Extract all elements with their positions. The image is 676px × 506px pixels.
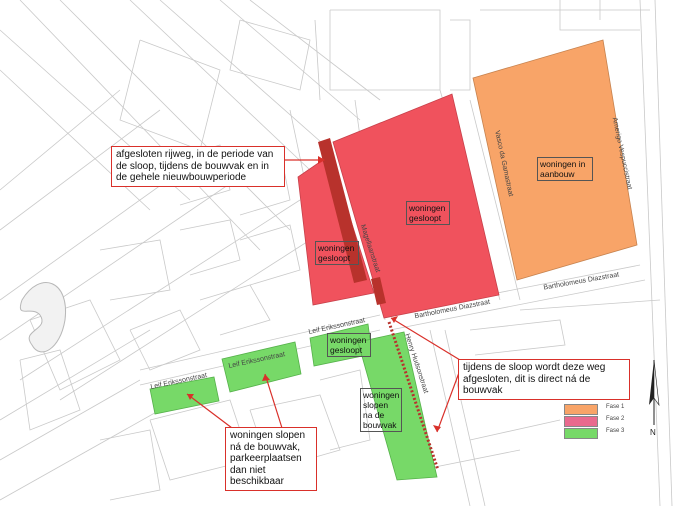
callout-parking-unavailable: woningen slopen ná de bouwvak, parkeerpl… (225, 427, 317, 491)
zone-green-4 (357, 331, 438, 481)
legend-row: Fase 3 (564, 428, 654, 439)
callout-road-closure-period-text: afgesloten rijweg, in de periode van de … (116, 149, 274, 183)
legend-swatch (564, 404, 598, 415)
zone-label-demolish-after-text: woningen slopen na de bouwvak (363, 390, 400, 430)
legend-label: Fase 3 (606, 428, 625, 434)
legend-label: Fase 1 (606, 404, 625, 410)
callout-arrows (186, 159, 461, 433)
legend-swatch (564, 428, 598, 439)
callout-parking-unavailable-text: woningen slopen ná de bouwvak, parkeerpl… (230, 430, 306, 487)
zone-label-demolished-row: woningen gesloopt (327, 333, 371, 357)
north-arrow-graphic (649, 359, 660, 425)
zone-label-demolished-small-text: woningen gesloopt (318, 243, 355, 263)
zone-label-demolished-small: woningen gesloopt (315, 241, 359, 265)
zone-under-construction (472, 39, 638, 281)
closed-road-strip-end (371, 277, 386, 305)
arrow-heads (187, 156, 441, 432)
zone-label-demolished-large: woningen gesloopt (406, 201, 450, 225)
callout-road-closure-after-vacation-text: tijdens de sloop wordt deze weg afgeslot… (463, 362, 606, 396)
zone-label-under-construction: woningen in aanbouw (537, 157, 593, 181)
legend-row: Fase 2 (564, 416, 654, 427)
legend-label: Fase 2 (606, 416, 625, 422)
zone-label-demolished-large-text: woningen gesloopt (409, 203, 446, 223)
zone-green-2 (221, 341, 302, 393)
closed-road-dotted (387, 321, 440, 471)
zone-label-under-construction-text: woningen in aanbouw (540, 159, 586, 179)
zone-label-demolished-row-text: woningen gesloopt (330, 335, 367, 355)
roundabout (19, 282, 67, 353)
zone-demolished-large (332, 93, 500, 319)
north-label: N (650, 428, 656, 437)
legend-row: Fase 1 (564, 404, 654, 415)
zone-label-demolish-after: woningen slopen na de bouwvak (360, 388, 402, 432)
callout-road-closure-period: afgesloten rijweg, in de periode van de … (111, 146, 285, 187)
closed-road-strip (318, 138, 367, 283)
legend-swatch (564, 416, 598, 427)
zone-green-1 (149, 376, 220, 415)
callout-road-closure-after-vacation: tijdens de sloop wordt deze weg afgeslot… (458, 359, 630, 400)
